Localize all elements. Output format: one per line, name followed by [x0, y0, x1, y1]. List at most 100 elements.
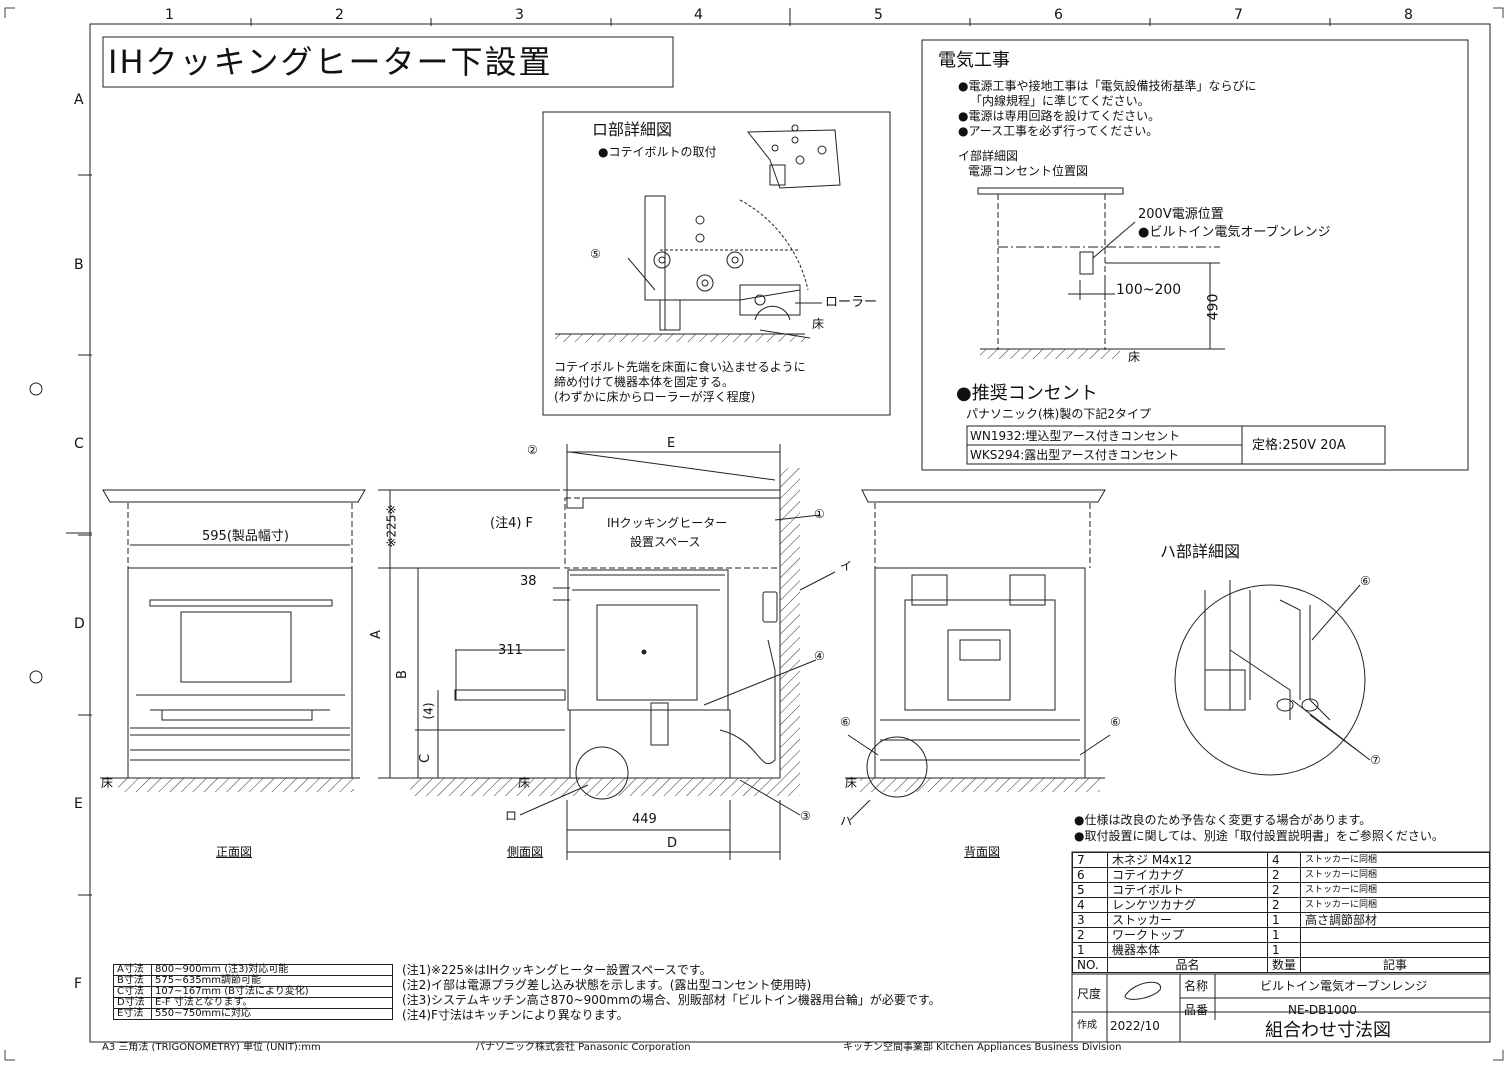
col-label-7: 7 — [1234, 7, 1243, 23]
dim-key: E寸法 — [113, 1008, 152, 1020]
part-qty: 2 — [1266, 882, 1302, 898]
note-right-1: ●仕様は改良のため予告なく変更する場合があります。 — [1074, 813, 1372, 827]
made-label: 作成 — [1077, 1020, 1097, 1031]
electrical-line-4: ●アース工事を必ず行ってください。 — [958, 124, 1159, 138]
dim-100-200: 100~200 — [1116, 282, 1182, 298]
ha-marker-7: ⑦ — [1370, 753, 1381, 767]
footer-center: パナソニック株式会社 Panasonic Corporation — [475, 1042, 691, 1053]
part-note — [1300, 927, 1490, 943]
detail-i-title: イ部詳細図 — [958, 149, 1019, 163]
ro-note-3: (わずかに床からローラーが浮く程度) — [554, 390, 756, 404]
part-name: ワークトップ — [1107, 927, 1268, 943]
col-label-8: 8 — [1404, 7, 1413, 23]
part-no: 3 — [1072, 912, 1108, 928]
roller-label: ローラー — [825, 295, 878, 310]
i-floor-label: 床 — [1128, 350, 1141, 364]
part-qty: 1 — [1266, 927, 1302, 943]
dim-e: E — [667, 436, 676, 451]
marker-ro: ロ — [505, 809, 518, 823]
ro-note-1: コテイボルト先端を床面に食い込ませるように — [554, 360, 806, 374]
part-qty: 2 — [1266, 867, 1302, 883]
page-title: IHクッキングヒーター下設置 — [108, 43, 553, 81]
recommend-sub: パナソニック(株)製の下記2タイプ — [966, 407, 1151, 421]
label-oven: ●ビルトイン電気オーブンレンジ — [1138, 225, 1331, 240]
part-name: コテイカナグ — [1107, 867, 1268, 883]
recommend-title: ●推奨コンセント — [956, 383, 1098, 404]
dim-4: (4) — [421, 702, 436, 720]
electrical-title: 電気工事 — [938, 50, 1010, 71]
footnote-2: (注2)イ部は電源プラグ差し込み状態を示します。(露出型コンセント使用時) — [402, 978, 812, 992]
footnote-1: (注1)※225※はIHクッキングヒーター設置スペースです。 — [402, 963, 712, 977]
dim-490: 490 — [1205, 293, 1222, 321]
part-label: 品番 — [1184, 1003, 1209, 1017]
part-no: 2 — [1072, 927, 1108, 943]
front-view-label: 正面図 — [216, 845, 253, 859]
part-note: 高さ調節部材 — [1300, 912, 1490, 928]
row-label-d: D — [74, 616, 85, 632]
dim-449: 449 — [632, 812, 657, 827]
dim-value: 550~750mmに対応 — [151, 1008, 393, 1020]
detail-ha-drawing — [1174, 580, 1371, 776]
part-value: NE-DB1000 — [1288, 1003, 1357, 1017]
marker-5: ⑤ — [590, 247, 601, 261]
dim-a: A — [368, 630, 384, 639]
part-name: ストッカー — [1107, 912, 1268, 928]
ro-note-2: 締め付けて機器本体を固定する。 — [554, 375, 735, 389]
note-right-2: ●取付設置に関しては、別途「取付設置説明書」をご参照ください。 — [1074, 829, 1444, 843]
footer-right: キッチン空間事業部 Kitchen Appliances Business Di… — [843, 1042, 1122, 1053]
dim-value: 575~635mm調節可能 — [151, 975, 393, 987]
part-name: 機器本体 — [1107, 942, 1268, 958]
electrical-line-2: 「内線規程」に準じてください。 — [970, 94, 1150, 108]
outlet-1: WN1932:埋込型アース付きコンセント — [970, 429, 1181, 443]
col-label-4: 4 — [694, 7, 703, 23]
drawing-title: 組合わせ寸法図 — [1265, 1020, 1391, 1041]
row-label-c: C — [74, 436, 84, 452]
detail-ro-box — [542, 111, 891, 416]
name-label: 名称 — [1184, 979, 1209, 993]
header-note: 記事 — [1300, 957, 1490, 973]
detail-ha-title: ハ部詳細図 — [1160, 542, 1241, 561]
part-name: 木ネジ M4x12 — [1107, 852, 1268, 868]
name-value: ビルトイン電気オーブンレンジ — [1260, 979, 1428, 993]
front-floor-label: 床 — [101, 776, 114, 790]
back-marker-6-right: ⑥ — [1110, 715, 1121, 729]
header-name: 品名 — [1107, 957, 1268, 973]
marker-1: ① — [814, 507, 825, 521]
row-label-b: B — [74, 257, 84, 273]
detail-i-subtitle: 電源コンセント位置図 — [968, 164, 1089, 178]
dim-value: 800~900mm (注3)対応可能 — [151, 964, 393, 976]
scale-label: 尺度 — [1077, 987, 1102, 1001]
punch-hole — [29, 382, 43, 396]
col-label-6: 6 — [1054, 7, 1063, 23]
marker-i: イ — [840, 559, 853, 573]
part-note — [1300, 942, 1490, 958]
part-note: ストッカーに同梱 — [1300, 882, 1490, 898]
outlet-position-diagram — [977, 187, 1220, 350]
title-block-frame — [1071, 973, 1491, 1043]
dim-f: (注4) F — [490, 516, 534, 531]
footnote-4: (注4)F寸法はキッチンにより異なります。 — [402, 1008, 629, 1022]
row-label-e: E — [74, 796, 83, 812]
part-no: 5 — [1072, 882, 1108, 898]
footer-left: A3 三角法 (TRIGONOMETRY) 単位 (UNIT):mm — [102, 1042, 321, 1053]
ha-marker-6: ⑥ — [1360, 574, 1371, 588]
dim-value: E-F 寸法となります。 — [151, 997, 393, 1009]
dim-key: D寸法 — [113, 997, 152, 1009]
marker-ha: ハ — [840, 814, 853, 828]
part-name: コテイボルト — [1107, 882, 1268, 898]
part-qty: 2 — [1266, 897, 1302, 913]
part-qty: 1 — [1266, 912, 1302, 928]
col-label-5: 5 — [874, 7, 883, 23]
dim-key: C寸法 — [113, 986, 152, 998]
space-label-1: IHクッキングヒーター — [607, 516, 728, 530]
table-header-row: NO.品名数量記事 — [1072, 957, 1490, 973]
